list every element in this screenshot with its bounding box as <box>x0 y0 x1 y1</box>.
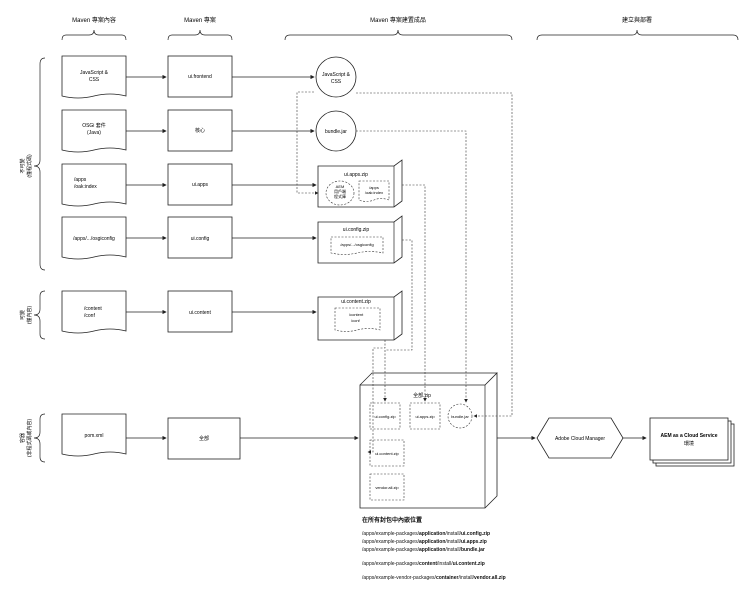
section-brace-immutable <box>33 57 46 271</box>
embed-connectors <box>296 91 513 454</box>
svg-text:AEM as a Cloud Service: AEM as a Cloud Service <box>661 433 718 439</box>
embed-path: /apps/example-vendor-packages/container/… <box>362 575 506 581</box>
svg-text:/conf: /conf <box>84 313 95 319</box>
svg-text:程式庫: 程式庫 <box>334 193 346 199</box>
header-brace <box>536 29 739 41</box>
all-zip-content: ui.content.zip <box>375 451 399 456</box>
all-zip-title: 全部.zip <box>413 392 431 399</box>
arrows-source-to-module <box>126 74 167 441</box>
header-brace <box>61 29 127 41</box>
svg-text:ui.apps: ui.apps <box>192 182 209 188</box>
artifact-config-zip: ui.config.zip /apps/.../osgiconfig <box>317 215 403 264</box>
section-orchestration-line2: (非程式碼或內容) <box>26 419 33 458</box>
svg-text:OSGi 套件: OSGi 套件 <box>82 122 106 129</box>
module-core: 核心 <box>167 109 233 152</box>
section-immutable-line2: (僅程式碼) <box>26 154 33 178</box>
svg-text:Adobe Cloud Manager: Adobe Cloud Manager <box>555 436 605 442</box>
svg-text:環境: 環境 <box>684 440 694 447</box>
embed-path: /apps/example-packages/content/install/u… <box>362 561 485 567</box>
arrows-module-to-artifact <box>232 74 359 441</box>
section-mutable-line1: 可變 <box>19 310 26 320</box>
svg-text:核心: 核心 <box>195 127 205 134</box>
svg-text:/apps/.../osgiconfig: /apps/.../osgiconfig <box>73 236 115 242</box>
header-maven-content: Maven 專案內容 <box>72 16 116 24</box>
embed-path: /apps/example-packages/application/insta… <box>362 531 491 537</box>
aem-cloud-environment: AEM as a Cloud Service 環境 <box>649 417 735 467</box>
source-content: /content /conf <box>61 290 127 334</box>
header-deploy: 建立與部署 <box>622 16 652 24</box>
section-immutable-line1: 不可變 <box>19 158 26 173</box>
svg-text:bundle.jar: bundle.jar <box>325 129 347 135</box>
svg-text:pom.xml: pom.xml <box>85 433 104 439</box>
svg-text:AEM: AEM <box>336 184 345 189</box>
svg-text:CSS: CSS <box>89 77 100 83</box>
embed-locations-title: 在所有封包中內嵌位置 <box>362 518 423 524</box>
svg-text:ui.config: ui.config <box>191 236 210 242</box>
all-zip-vendor: vendor.all.zip <box>375 485 399 490</box>
source-apps: /apps /oak:index <box>61 163 127 207</box>
svg-text:/apps: /apps <box>369 185 379 190</box>
artifact-bundle: bundle.jar <box>315 110 357 152</box>
section-mutable-line2: (僅內容) <box>26 306 33 325</box>
header-brace <box>167 29 233 41</box>
all-zip-apps: ui.apps.zip <box>415 414 435 419</box>
header-brace <box>284 29 513 41</box>
embed-path: /apps/example-packages/application/insta… <box>362 547 485 553</box>
source-pom: pom.xml <box>61 413 127 457</box>
source-js-css: JavaScript & CSS <box>61 55 127 99</box>
all-zip-package: 全部.zip ui.config.zip ui.apps.zip bundle.… <box>359 372 498 509</box>
svg-text:/oak:index: /oak:index <box>365 190 383 195</box>
svg-text:JavaScript &: JavaScript & <box>80 70 109 76</box>
svg-text:/content: /content <box>84 306 102 312</box>
section-brace-mutable <box>33 290 46 340</box>
svg-text:全部: 全部 <box>199 435 209 442</box>
svg-text:ui.frontend: ui.frontend <box>188 74 212 80</box>
module-frontend: ui.frontend <box>167 55 233 98</box>
svg-text:/apps: /apps <box>74 177 87 183</box>
all-zip-bundle: bundle.jar <box>451 414 469 419</box>
artifact-apps-zip: ui.apps.zip AEM 用戶端 程式庫 /apps /oak:index <box>317 159 403 208</box>
svg-text:ui.apps.zip: ui.apps.zip <box>344 172 368 178</box>
module-apps: ui.apps <box>167 163 233 206</box>
cloud-manager: Adobe Cloud Manager <box>536 417 624 459</box>
svg-text:ui.content.zip: ui.content.zip <box>341 299 371 305</box>
header-maven-artifacts: Maven 專案建置成品 <box>370 16 426 24</box>
svg-text:/apps/.../osgiconfig: /apps/.../osgiconfig <box>340 242 373 247</box>
source-osgi: OSGi 套件 (Java) <box>61 109 127 153</box>
section-orchestration-line1: 容器 <box>19 433 26 443</box>
module-config: ui.config <box>167 216 233 259</box>
svg-text:/oak:index: /oak:index <box>74 184 97 190</box>
svg-text:/conf: /conf <box>351 318 361 323</box>
svg-text:CSS: CSS <box>331 79 342 85</box>
svg-text:(Java): (Java) <box>87 130 101 136</box>
svg-text:JavaScript &: JavaScript & <box>322 72 351 78</box>
source-osgiconfig: /apps/.../osgiconfig <box>61 216 127 260</box>
all-zip-config: ui.config.zip <box>374 414 396 419</box>
svg-text:ui.config.zip: ui.config.zip <box>343 227 370 233</box>
module-all: 全部 <box>167 417 241 460</box>
section-brace-orchestration <box>33 413 46 463</box>
artifact-js-css: JavaScript & CSS <box>315 56 357 98</box>
module-content: ui.content <box>167 290 233 333</box>
artifact-content-zip: ui.content.zip /content /conf <box>317 290 403 341</box>
header-maven-project: Maven 專案 <box>184 16 216 24</box>
svg-text:ui.content: ui.content <box>189 310 211 316</box>
svg-text:用戶端: 用戶端 <box>334 188 346 194</box>
embed-path: /apps/example-packages/application/insta… <box>362 539 487 545</box>
svg-text:/content: /content <box>349 312 364 317</box>
